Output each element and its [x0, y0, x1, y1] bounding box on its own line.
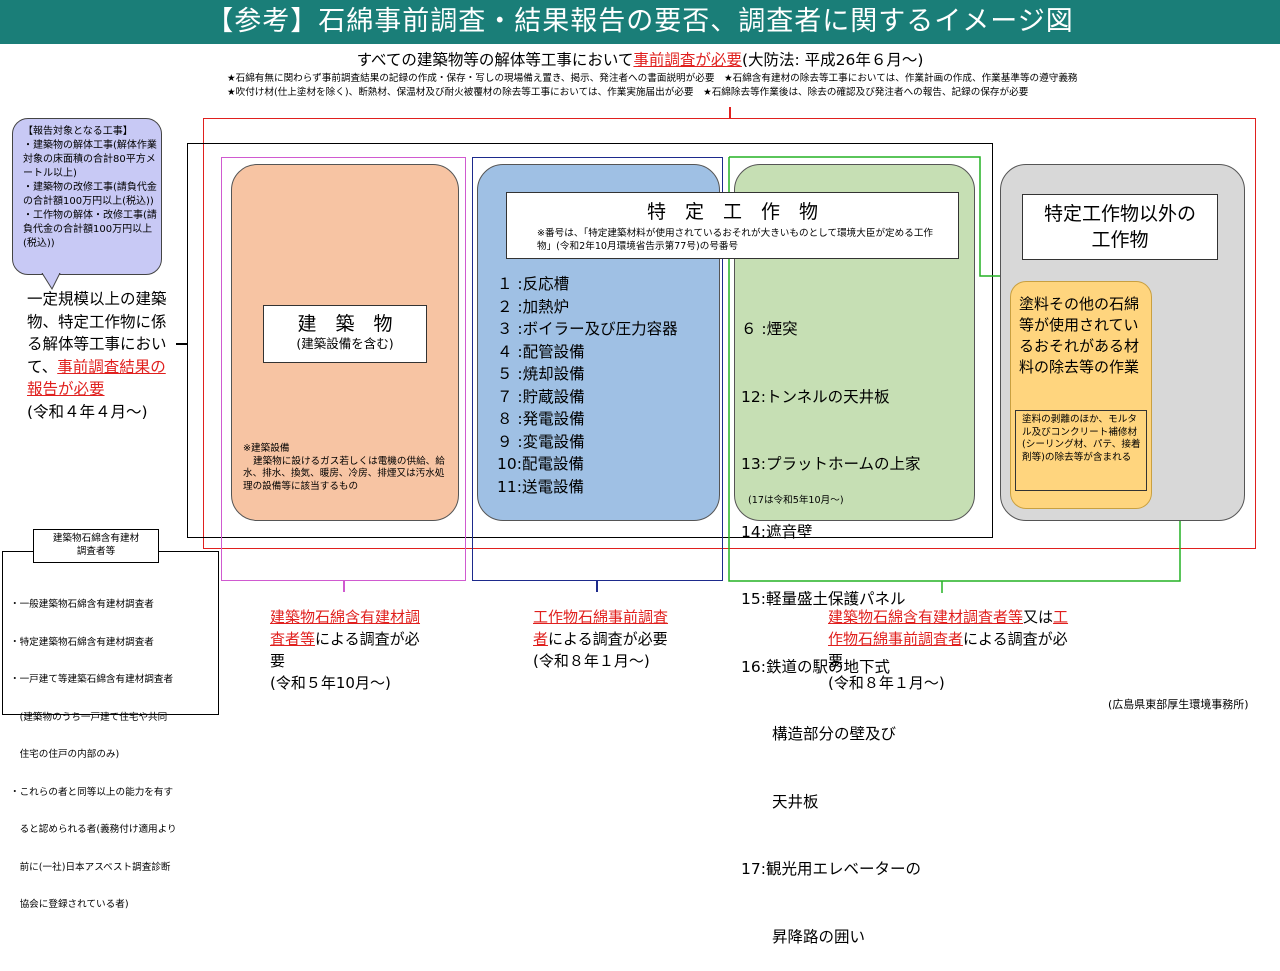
list-item: 12:トンネルの天井板 [741, 387, 890, 406]
red-outline-tick [729, 107, 731, 119]
report-item: ・工作物の解体・改修工事(請負代金の合計額100万円以上(税込)) [23, 210, 157, 249]
bottom-caption-3-rest: による調査が必要 [828, 630, 1068, 670]
header-prefix: すべての建築物等の解体等工事において [356, 51, 634, 69]
bottom-caption-2-red: 工作物石綿事前調査者 [533, 608, 669, 648]
list-item: ３ :ボイラー及び圧力容器 [497, 320, 678, 338]
header-line: すべての建築物等の解体等工事において事前調査が必要(大防法: 平成26年６月～) [0, 48, 1280, 70]
left-text-main: 一定規模以上の建築物、特定工作物に係る解体等工事において、 [27, 290, 167, 376]
navy-tick [596, 580, 598, 592]
list-item: ２ :加熱炉 [497, 297, 570, 316]
building-note: ※建築設備 建築物に設けるガス若しくは電機の供給、給水、排水、換気、暖房、冷房、… [243, 443, 451, 493]
header-suffix: (大防法: 平成26年６月～) [741, 51, 924, 69]
black-outline [187, 143, 993, 538]
bottom-caption-3-date: (令和８年１月～) [828, 674, 945, 692]
list-item: ・一戸建て等建築石綿含有建材調査者 [10, 674, 174, 685]
left-text-red: 事前調査結果の報告が必要 [27, 357, 166, 399]
list-item: 16:鉄道の駅の地下式 [741, 657, 890, 676]
building-subtitle: (建築設備を含む) [296, 336, 394, 351]
list-item: 14:遮音壁 [741, 522, 813, 541]
bottom-caption-1-rest: による調査が必要 [270, 630, 420, 670]
specified-note: ※番号は、「特定建築材料が使用されているおそれが大きいものとして環境大臣が定める… [537, 228, 934, 252]
bottom-caption-3-red1: 建築物石綿含有建材調査者等 [828, 608, 1024, 626]
report-item: ・建築物の解体工事(解体作業対象の床面積の合計80平方メートル以上) [23, 140, 157, 179]
source-note: (広島県東部厚生環境事務所) [1108, 698, 1249, 711]
building-title-box: 建 築 物 (建築設備を含む) [263, 305, 427, 363]
list-item: (建築物のうち一戸建て住宅や共同 [10, 711, 168, 723]
list-item: 天井板 [741, 792, 819, 811]
building-note-body: 建築物に設けるガス若しくは電機の供給、給水、排水、換気、暖房、冷房、排煙又は汚水… [243, 455, 445, 492]
investigators-list: ・一般建築物石綿含有建材調査者 ・特定建築物石綿含有建材調査者 ・一戸建て等建築… [10, 574, 216, 924]
navy-outline [472, 157, 723, 581]
bottom-caption-3-mid: 又は [1023, 608, 1054, 626]
specified-right-note: (17は令和5年10月～) [748, 495, 844, 506]
list-item: 11:送電設備 [497, 477, 584, 496]
header-note-2: ★吹付け材(仕上塗材を除く)、断熱材、保温材及び耐火被覆材の除去等工事においては… [227, 87, 1029, 98]
header-red: 事前調査が必要 [633, 51, 742, 69]
list-item: 住宅の住戸の内部のみ) [10, 749, 120, 760]
investigators-title: 建築物石綿含有建材調査者等 [33, 529, 159, 563]
list-item: 17:観光用エレベーターの [741, 860, 921, 878]
building-title: 建 築 物 [297, 313, 393, 335]
list-item: 昇降路の囲い [741, 927, 866, 946]
report-item: ・建築物の改修工事(請負代金の合計額100万円以上(税込)) [23, 182, 157, 207]
list-item: ５ :焼却設備 [497, 365, 585, 383]
black-outline-tick [176, 343, 188, 345]
bottom-caption-2: 工作物石綿事前調査者による調査が必要 (令和８年１月～) [533, 606, 673, 672]
page-title: 【参考】石綿事前調査・結果報告の要否、調査者に関するイメージ図 [0, 0, 1280, 44]
bottom-caption-1-red: 建築物石綿含有建材調査者等 [270, 608, 421, 648]
list-item: ると認められる者(義務付け適用より [10, 824, 177, 835]
bottom-caption-3: 建築物石綿含有建材調査者等又は工作物石綿事前調査者による調査が必要 (令和８年１… [828, 606, 1073, 694]
list-item: 13:プラットホームの上家 [741, 455, 921, 473]
list-item: ・特定建築物石綿含有建材調査者 [10, 636, 154, 648]
left-text-date: (令和４年４月～) [27, 402, 148, 421]
list-item: ９ :変電設備 [497, 432, 585, 451]
list-item: 構造部分の壁及び [741, 725, 897, 743]
list-item: ８ :発電設備 [497, 410, 585, 428]
list-item: １ :反応槽 [497, 275, 570, 293]
report-bubble-title: 【報告対象となる工事】 [23, 126, 133, 137]
paint-note: 塗料の剥離のほか、モルタル及びコンクリート補修材(シーリング材、パテ、接着剤等)… [1015, 410, 1147, 491]
specified-list-left: １ :反応槽 ２ :加熱炉 ３ :ボイラー及び圧力容器 ４ :配管設備 ５ :焼… [497, 273, 717, 498]
list-item: ６ :煙突 [741, 320, 798, 338]
list-item: 協会に登録されている者) [10, 899, 129, 910]
report-bubble: 【報告対象となる工事】 ・建築物の解体工事(解体作業対象の床面積の合計80平方メ… [12, 118, 162, 275]
bottom-caption-2-rest: による調査が必要 [548, 630, 668, 648]
list-item: 10:配電設備 [497, 455, 584, 473]
building-note-title: ※建築設備 [243, 443, 290, 454]
other-title: 特定工作物以外の工作物 [1022, 194, 1218, 260]
bottom-caption-3-red2: 工作物石綿事前調査者 [828, 608, 1069, 648]
list-item: ・これらの者と同等以上の能力を有す [10, 786, 174, 798]
list-item: 前に(一社)日本アスベスト調査診断 [10, 861, 171, 873]
left-text: 一定規模以上の建築物、特定工作物に係る解体等工事において、事前調査結果の報告が必… [27, 288, 174, 423]
specified-title-box: 特 定 工 作 物 ※番号は、「特定建築材料が使用されているおそれが大きいものと… [506, 192, 959, 259]
list-item: ７ :貯蔵設備 [497, 387, 585, 406]
magenta-tick [343, 580, 345, 592]
specified-title: 特 定 工 作 物 [646, 201, 818, 223]
list-item: ４ :配管設備 [497, 342, 585, 361]
report-bubble-tail [41, 273, 61, 291]
bottom-caption-1-date: (令和５年10月～) [270, 674, 391, 692]
list-item: 15:軽量盛土保護パネル [741, 590, 906, 608]
paint-text: 塗料その他の石綿等が使用されているおそれがある材料の除去等の作業 [1019, 295, 1140, 376]
list-item: ・一般建築物石綿含有建材調査者 [10, 599, 154, 610]
bottom-caption-2-date: (令和８年１月～) [533, 652, 650, 670]
bottom-caption-1: 建築物石綿含有建材調査者等による調査が必要 (令和５年10月～) [270, 606, 420, 694]
header-note-1: ★石綿有無に関わらず事前調査結果の記録の作成・保存・写しの現場備え置き、掲示、発… [227, 73, 1078, 84]
